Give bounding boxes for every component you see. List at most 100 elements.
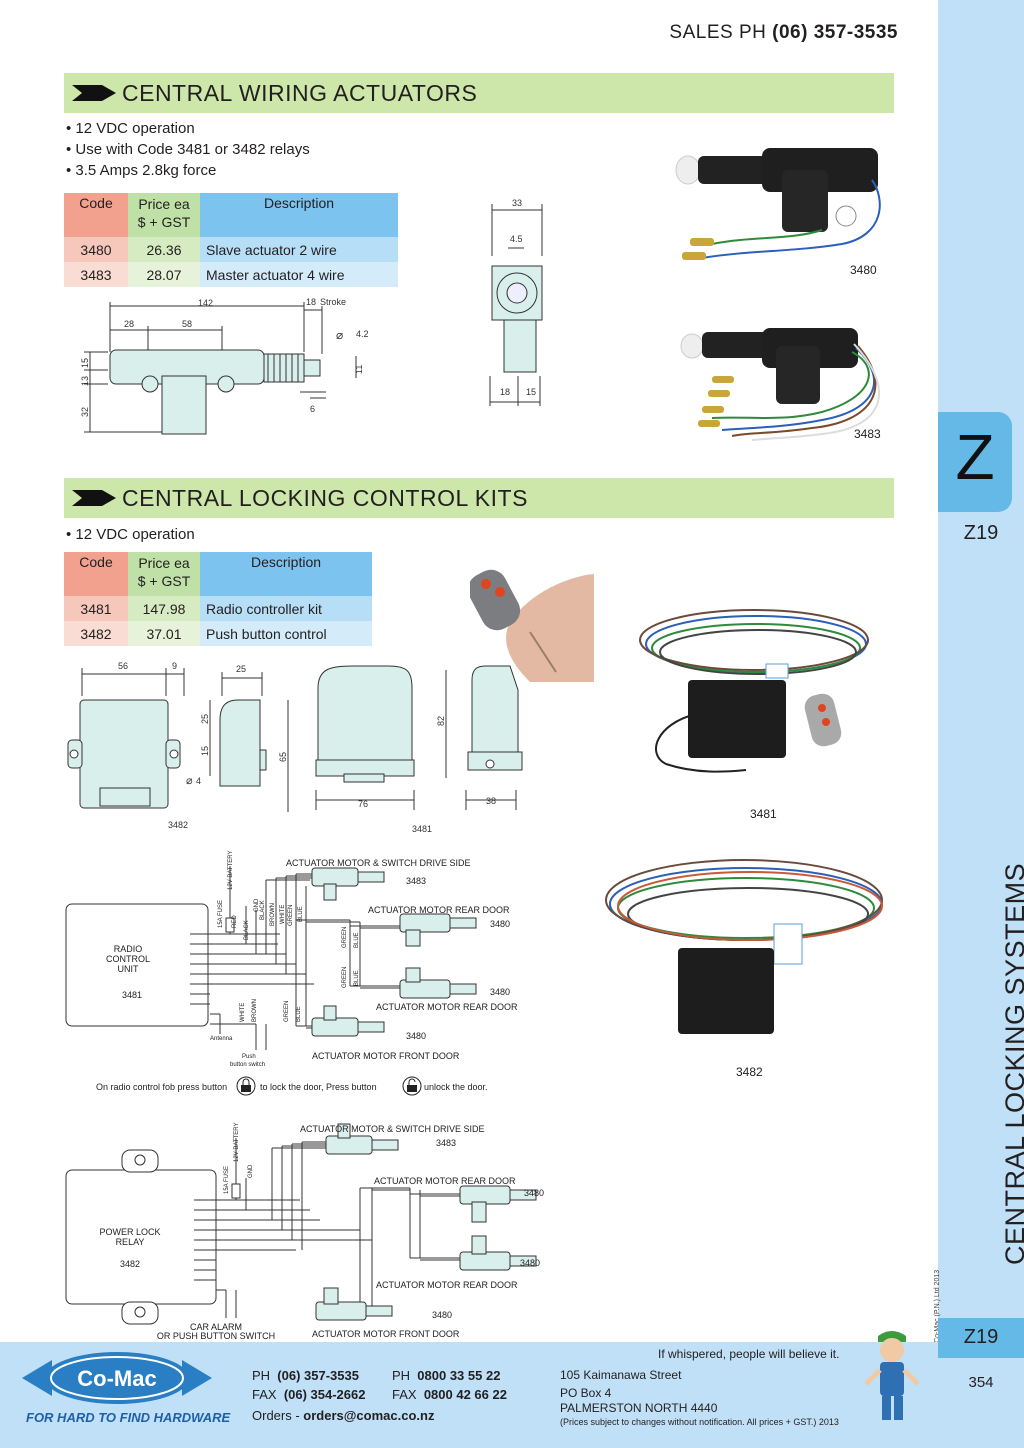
actuator-label: ACTUATOR MOTOR FRONT DOOR — [312, 1051, 460, 1061]
cell-code: 3482 — [64, 621, 128, 646]
actuator-label: ACTUATOR MOTOR REAR DOOR — [368, 905, 510, 915]
phone-label: PH — [392, 1368, 411, 1383]
dim-label: Stroke — [320, 297, 346, 307]
page-code-tab — [938, 1318, 1024, 1358]
alarm-label: CAR ALARM — [190, 1322, 242, 1332]
feature-item: 3.5 Amps 2.8kg force — [66, 160, 310, 181]
wire-label: BLUE — [354, 970, 360, 986]
cell-price: 147.98 — [128, 596, 200, 621]
wire-label: BLACK — [244, 920, 250, 940]
feature-item: 12 VDC operation — [66, 118, 310, 139]
address-line: PO Box 4 — [560, 1386, 612, 1400]
push-label: button switch — [230, 1062, 265, 1068]
table-row: 3481 147.98 Radio controller kit — [64, 596, 372, 621]
address-line: 105 Kaimanawa Street — [560, 1368, 682, 1382]
wire-label: GREEN — [284, 1001, 290, 1022]
dim-label: 142 — [198, 298, 213, 308]
cell-description: Master actuator 4 wire — [200, 262, 398, 287]
dim-label: 28 — [124, 319, 134, 329]
cell-code: 3483 — [64, 262, 128, 287]
orders-email[interactable]: orders@comac.co.nz — [303, 1408, 435, 1423]
feature-list: 12 VDC operation Use with Code 3481 or 3… — [66, 118, 310, 181]
wire-label: RED — [232, 915, 238, 928]
dim-label: 15 — [200, 746, 210, 756]
dim-label: 4.5 — [510, 234, 523, 244]
wire-label: BROWN — [252, 999, 258, 1022]
unlock-icon — [402, 1076, 422, 1096]
diameter-icon: ⌀ — [336, 328, 343, 342]
wire-label: 15A FUSE — [224, 1166, 230, 1194]
wire-label: BLUE — [296, 1006, 302, 1022]
dim-label: 38 — [486, 796, 496, 806]
dim-label: 9 — [172, 661, 177, 671]
cell-price: 26.36 — [128, 237, 200, 262]
mascot-icon — [864, 1331, 920, 1420]
unit-label: POWER LOCK — [99, 1227, 160, 1237]
kit-dimension-drawings: 56 9 25 25 15 65 ⌀ 4 82 76 38 3482 3481 — [67, 661, 523, 834]
wiring-note: to lock the door, Press button — [260, 1082, 377, 1092]
dim-label: 18 — [306, 297, 316, 307]
table-row: 3480 26.36 Slave actuator 2 wire — [64, 237, 398, 262]
photo-label: 3480 — [850, 263, 877, 277]
kit-3482-photo: 3482 — [605, 859, 883, 1079]
photo-label: 3483 — [854, 427, 881, 441]
feature-item: 12 VDC operation — [66, 524, 194, 545]
actuator-label: ACTUATOR MOTOR REAR DOOR — [376, 1002, 518, 1012]
fax-label: FAX — [392, 1387, 417, 1402]
dim-label: 4.2 — [356, 329, 369, 339]
col-header-code: Code — [64, 552, 128, 596]
wiring-diagram-radio: RADIO CONTROL UNIT 3481 ACTUATOR MOTOR &… — [65, 851, 518, 1096]
tagline: FOR HARD TO FIND HARDWARE — [26, 1410, 231, 1425]
orders-label: Orders - — [252, 1408, 300, 1423]
photo-label: 3482 — [736, 1065, 763, 1079]
actuator-end-drawing: 33 4.5 18 15 — [489, 198, 543, 406]
section-heading: CENTRAL LOCKING CONTROL KITS — [122, 485, 528, 511]
actuator-code: 3480 — [432, 1310, 452, 1320]
section-title: CENTRAL LOCKING SYSTEMS — [1000, 862, 1024, 1265]
table-row: 3482 37.01 Push button control — [64, 621, 372, 646]
dim-label: 18 — [500, 387, 510, 397]
feature-list: 12 VDC operation — [66, 524, 194, 545]
arrow-icon — [72, 490, 116, 506]
unit-label: UNIT — [118, 964, 139, 974]
dim-label: 4 — [196, 776, 201, 786]
alarm-label: OR PUSH BUTTON SWITCH — [157, 1331, 275, 1341]
dim-label: 65 — [278, 752, 288, 762]
fax-number: (06) 354-2662 — [283, 1387, 366, 1402]
col-header-code: Code — [64, 193, 128, 237]
wiring-note: On radio control fob press button — [96, 1082, 227, 1092]
wire-label: GND — [254, 898, 260, 912]
push-label: Push — [242, 1054, 256, 1060]
sidebar — [938, 0, 1024, 1448]
section-banner-kits: CENTRAL LOCKING CONTROL KITS — [64, 478, 894, 518]
table-row: 3483 28.07 Master actuator 4 wire — [64, 262, 398, 287]
section-heading: CENTRAL WIRING ACTUATORS — [122, 80, 478, 106]
logo-text: Co-Mac — [77, 1366, 156, 1391]
actuator-label: ACTUATOR MOTOR REAR DOOR — [376, 1280, 518, 1290]
dim-label: 13 — [80, 376, 90, 386]
unit-label: RELAY — [116, 1237, 145, 1247]
cell-description: Push button control — [200, 621, 372, 646]
dim-label: 76 — [358, 799, 368, 809]
section-banner-actuators: CENTRAL WIRING ACTUATORS — [64, 73, 894, 113]
drawing-label: 3481 — [412, 824, 432, 834]
disclaimer: (Prices subject to changes without notif… — [560, 1417, 839, 1427]
actuator-code: 3483 — [406, 876, 426, 886]
section-letter: Z — [955, 421, 995, 493]
wire-label: BROWN — [270, 903, 276, 926]
col-header-description: Description — [200, 552, 372, 596]
freefax-line: FAX 0800 42 66 22 — [392, 1387, 507, 1402]
cell-description: Radio controller kit — [200, 596, 372, 621]
fax-line: FAX (06) 354-2662 — [252, 1387, 365, 1402]
dim-label: 15 — [80, 358, 90, 368]
wire-label: BLUE — [354, 932, 360, 948]
comac-logo: Co-Mac — [22, 1352, 212, 1404]
antenna-label: Antenna — [210, 1036, 233, 1042]
actuator-label: ACTUATOR MOTOR FRONT DOOR — [312, 1329, 460, 1339]
freephone-line: PH 0800 33 55 22 — [392, 1368, 500, 1383]
cell-description: Slave actuator 2 wire — [200, 237, 398, 262]
actuator-label: ACTUATOR MOTOR REAR DOOR — [374, 1176, 516, 1186]
fax-label: FAX — [252, 1387, 277, 1402]
phone-number: (06) 357-3535 — [277, 1368, 359, 1383]
price-table-kits: Code Price ea$ + GST Description 3481 14… — [64, 552, 372, 646]
